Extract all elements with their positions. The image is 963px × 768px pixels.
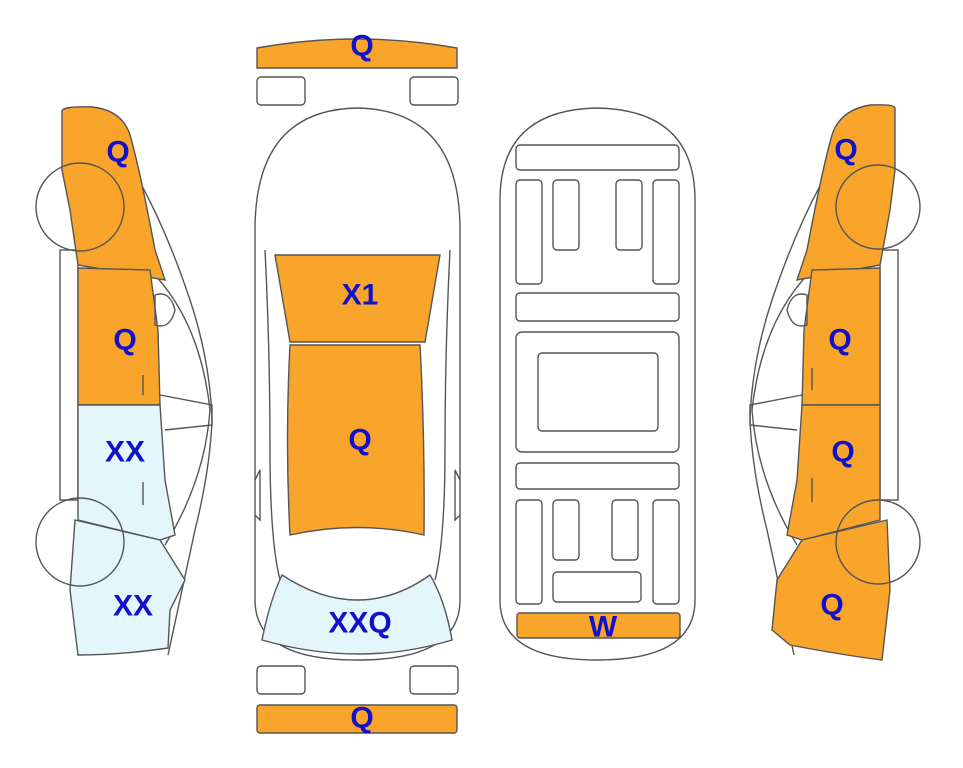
label-left-front-fender: Q: [106, 136, 129, 169]
right-front-door[interactable]: [801, 267, 881, 406]
label-rear-bumper: Q: [350, 702, 373, 735]
car-side-right-view: Q Q Q Q: [749, 104, 921, 661]
label-left-rear-quarter: XX: [113, 590, 153, 623]
right-front-wheel: [835, 164, 921, 250]
left-front-fender[interactable]: [61, 106, 167, 281]
rear-bumper[interactable]: [256, 704, 458, 734]
right-rear-wheel: [835, 499, 921, 585]
label-left-front-door: Q: [113, 324, 136, 357]
label-trunk: XXQ: [328, 607, 391, 640]
hood[interactable]: [274, 254, 441, 343]
left-rear-quarter[interactable]: [69, 519, 186, 656]
car-underside-view: W: [499, 107, 696, 661]
left-rear-wheel: [35, 497, 125, 587]
car-side-left-view: Q Q XX XX: [35, 106, 213, 656]
left-front-door[interactable]: [77, 267, 161, 406]
right-front-fender[interactable]: [795, 104, 896, 281]
left-rear-door[interactable]: [77, 404, 176, 541]
front-bumper[interactable]: [256, 38, 458, 69]
label-hood: X1: [342, 279, 379, 312]
label-front-bumper: Q: [350, 30, 373, 63]
roof[interactable]: [286, 344, 425, 536]
left-front-wheel: [35, 162, 125, 252]
car-top-view: Q X1 Q XXQ Q: [254, 30, 461, 735]
car-top-body: [254, 107, 461, 661]
car-underside-body: [499, 107, 696, 661]
right-rear-door[interactable]: [786, 404, 881, 541]
label-underbody-rear: W: [589, 611, 618, 644]
label-roof: Q: [348, 424, 371, 457]
label-left-rear-door: XX: [105, 436, 145, 469]
right-rear-quarter[interactable]: [771, 519, 891, 661]
underbody-rear[interactable]: [516, 612, 681, 639]
label-right-front-fender: Q: [834, 134, 857, 167]
label-right-rear-door: Q: [831, 436, 854, 469]
label-right-rear-quarter: Q: [820, 589, 843, 622]
trunk[interactable]: [261, 573, 453, 655]
label-right-front-door: Q: [828, 324, 851, 357]
